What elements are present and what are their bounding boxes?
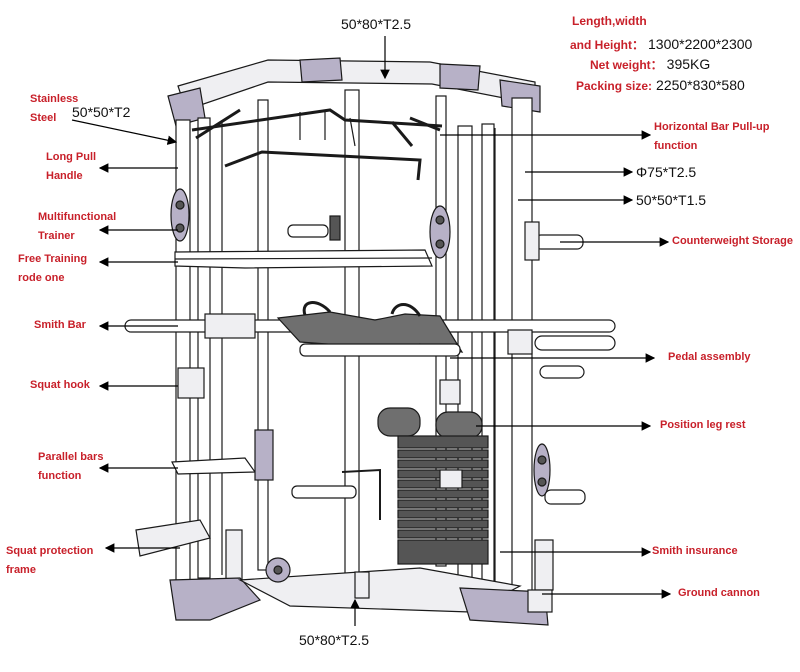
base-right-plate [459, 587, 549, 626]
label-multi-line2: Trainer [38, 230, 75, 242]
label-squat-prot-line1: Squat protection [6, 545, 94, 557]
dim-bottom-tube: 50*80*T2.5 [299, 632, 370, 648]
label-squat-prot-line2: frame [6, 564, 36, 576]
callout-arrows [71, 36, 672, 626]
spec-size-row: and Height： 1300*2200*2300 [570, 36, 752, 54]
top-back-plate-2 [439, 63, 481, 91]
label-long-pull-line2: Handle [46, 170, 83, 182]
label-long-pull: Long Pull Handle [46, 148, 96, 186]
squat-protection-arm [135, 519, 211, 557]
label-stainless-steel: Stainless Steel [30, 90, 78, 128]
label-free-line1: Free Training [18, 253, 88, 265]
dim-top-tube: 50*80*T2.5 [341, 16, 412, 32]
spec-packing-value: 2250*830*580 [656, 77, 745, 93]
label-pedal: Pedal assembly [668, 351, 751, 363]
long-pull-handle [224, 150, 422, 181]
left-upright-inner [197, 117, 211, 579]
label-parallel-line1: Parallel bars [38, 451, 104, 463]
base-left-plate [169, 577, 262, 621]
top-back-plate [299, 57, 343, 83]
machine-frame [124, 57, 616, 626]
label-squat-hook: Squat hook [30, 379, 90, 391]
arrow-stainless [71, 119, 178, 145]
label-horizontal-bar: Horizontal Bar Pull-up function [654, 118, 770, 156]
pullup-bar [191, 108, 443, 132]
label-free-training: Free Training rode one [18, 250, 87, 288]
spec-packing-row: Packing size:2250*830*580 [576, 77, 745, 95]
label-squat-protection: Squat protection frame [6, 542, 93, 580]
label-free-line2: rode one [18, 272, 65, 284]
rear-upright-left [257, 99, 269, 571]
label-parallel-line2: function [38, 470, 82, 482]
leg-rest-left [377, 407, 421, 437]
spec-weight-label: Net weight： [590, 58, 663, 72]
label-smith-bar: Smith Bar [34, 319, 86, 331]
spec-size-value: 1300*2200*2300 [648, 36, 753, 52]
spec-packing-label: Packing size: [576, 79, 653, 93]
label-long-pull-line1: Long Pull [46, 151, 97, 163]
spec-size-label-1: Length,width [572, 14, 647, 28]
spec-size-label-2: and Height： [570, 38, 644, 52]
dim-round-tube: Φ75*T2.5 [636, 164, 697, 180]
spec-size-label: Length,width [572, 12, 647, 30]
label-smith-insurance: Smith insurance [652, 545, 738, 557]
label-horizontal-line2: function [654, 140, 698, 152]
label-counterweight: Counterweight Storage [672, 235, 794, 247]
label-horizontal-line1: Horizontal Bar Pull-up [654, 121, 770, 133]
label-parallel-bars: Parallel bars function [38, 448, 103, 486]
label-multifunctional: Multifunctional Trainer [38, 208, 116, 246]
leg-rest-right [435, 411, 483, 439]
label-leg-rest: Position leg rest [660, 419, 746, 431]
label-ground-cannon: Ground cannon [678, 587, 760, 599]
label-stainless-line1: Stainless [30, 93, 79, 105]
dim-upright-tube: 50*50*T1.5 [636, 192, 707, 208]
label-stainless-line2: Steel [30, 112, 57, 124]
spec-weight-value: 395KG [666, 56, 711, 72]
weight-stack [397, 435, 489, 565]
label-multi-line1: Multifunctional [38, 211, 117, 223]
dim-side-tube: 50*50*T2 [72, 104, 131, 120]
spec-weight-row: Net weight：395KG [590, 56, 710, 74]
